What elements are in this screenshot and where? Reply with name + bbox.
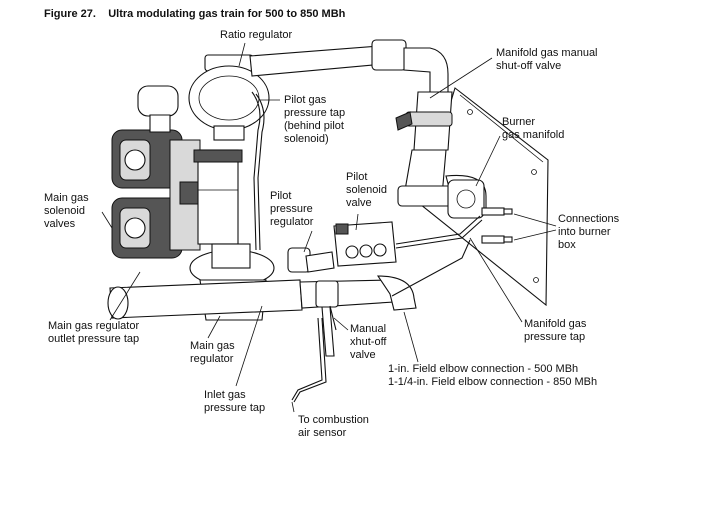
manual-shutoff-handle: [321, 305, 337, 357]
label-pilot-gas-pressure-tap: Pilot gas pressure tap (behind pilot sol…: [284, 94, 346, 145]
pilot-solenoid-valve: [333, 221, 397, 267]
label-inlet-gas-pressure-tap: Inlet gas pressure tap: [204, 389, 266, 414]
leader-lines: [101, 42, 557, 413]
pilot-pressure-regulator: [287, 247, 335, 273]
label-field-elbow-connection: 1-in. Field elbow connection - 500 MBh 1…: [388, 363, 598, 388]
top-pipe: [249, 39, 449, 93]
label-burner-gas-manifold: Burner gas manifold: [502, 116, 565, 141]
label-main-gas-regulator: Main gas regulator: [190, 340, 235, 365]
manifold-shutoff-valve: [395, 91, 455, 207]
combustion-air-sensor-tube: [291, 317, 327, 403]
label-ratio-regulator: Ratio regulator: [220, 29, 293, 41]
lower-pipes: [107, 275, 417, 320]
label-manifold-manual-shutoff-valve: Manifold gas manual shut-off valve: [496, 47, 598, 72]
figure-number: Figure 27.: [44, 8, 96, 20]
label-to-combustion-air-sensor: To combustion air sensor: [298, 414, 369, 439]
label-connections-into-burner-box: Connections into burner box: [558, 213, 620, 251]
label-manual-shutoff-valve: Manual xhut-off valve: [350, 323, 387, 361]
label-main-gas-solenoid-valves: Main gas solenoid valves: [44, 192, 89, 230]
label-manifold-gas-pressure-tap: Manifold gas pressure tap: [524, 318, 587, 343]
label-pilot-solenoid-valve: Pilot solenoid valve: [346, 171, 387, 209]
label-pilot-pressure-regulator: Pilot pressure regulator: [270, 190, 314, 228]
pilot-gas-tubing: [251, 91, 483, 297]
label-main-gas-regulator-outlet-tap: Main gas regulator outlet pressure tap: [48, 320, 140, 345]
main-gas-solenoid-valves: [111, 85, 205, 259]
burner-box-connections: [481, 207, 513, 244]
figure-caption: Figure 27. Ultra modulating gas train fo…: [44, 8, 345, 20]
figure-title: Ultra modulating gas train for 500 to 85…: [108, 8, 346, 20]
burner-gas-manifold: [445, 174, 487, 219]
ratio-regulator: [188, 54, 270, 141]
